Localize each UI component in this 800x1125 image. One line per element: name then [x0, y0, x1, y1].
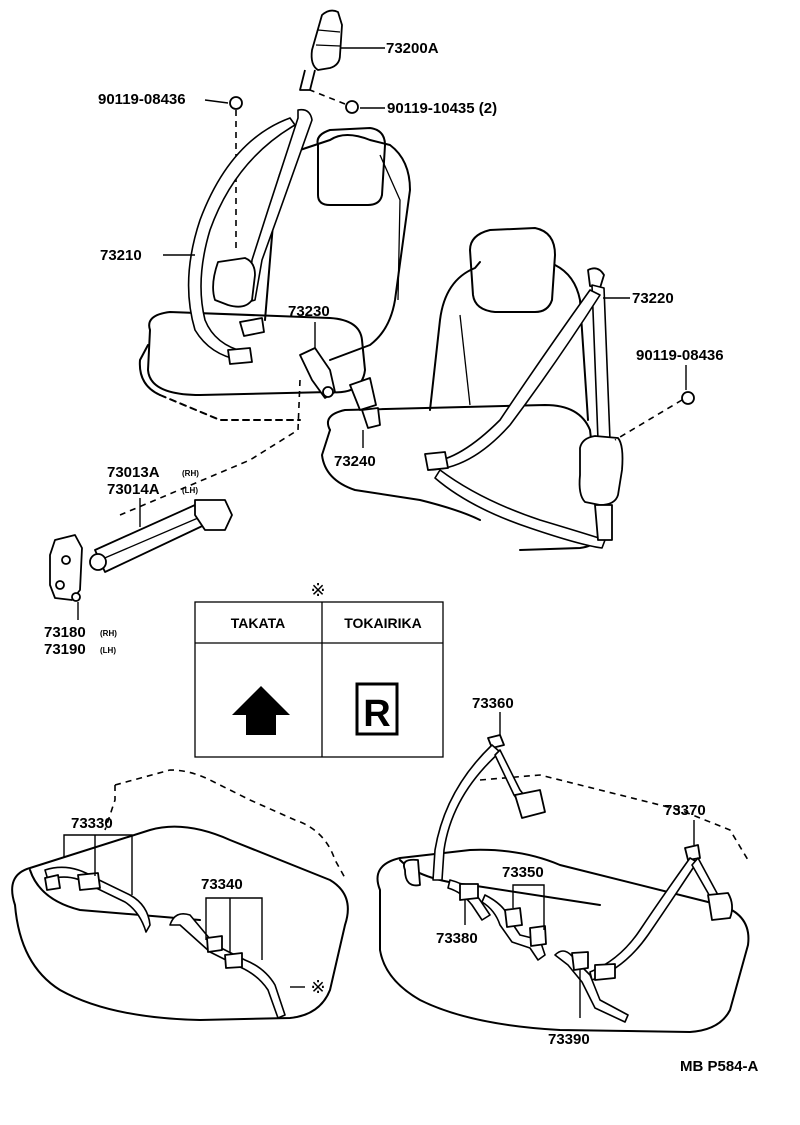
maker-header-takata: TAKATA	[231, 615, 285, 631]
label-73013A: 73013A	[107, 464, 160, 481]
label-73210: 73210	[100, 247, 142, 264]
label-73390: 73390	[548, 1031, 590, 1048]
note-mark-table: ※	[310, 580, 325, 600]
part-73390	[554, 950, 629, 1023]
part-73340	[169, 912, 286, 1019]
leader-73350	[512, 884, 545, 930]
part-73380	[447, 879, 491, 921]
front-left-seat	[138, 127, 411, 421]
leader-73330	[63, 834, 133, 895]
label-73360: 73360	[472, 695, 514, 712]
label-90119-08436-top: 90119-08436	[98, 91, 186, 108]
part-73360	[403, 734, 546, 887]
tokairika-logo: R	[355, 682, 399, 736]
label-73350: 73350	[502, 864, 544, 881]
label-90119-08436-right: 90119-08436	[636, 347, 724, 364]
label-73180-side: (RH)	[100, 629, 117, 638]
part-73350	[481, 894, 547, 961]
label-90119-10435: 90119-10435 (2)	[387, 100, 497, 117]
part-73240	[349, 377, 381, 429]
leader-90119-08436-top	[204, 99, 229, 104]
label-73200A: 73200A	[386, 40, 439, 57]
part-73180-73190	[49, 534, 83, 602]
maker-table: R	[194, 601, 444, 758]
bolt-90119-08436-right	[614, 391, 695, 441]
part-73220	[424, 267, 624, 549]
note-mark-seat: ※	[310, 977, 325, 997]
diagram-code: MB P584-A	[680, 1058, 759, 1075]
bolt-90119-10435	[309, 89, 359, 114]
label-73014A: 73014A	[107, 481, 160, 498]
part-73210	[187, 108, 313, 365]
label-73190-side: (LH)	[100, 646, 116, 655]
label-73014A-side: (LH)	[182, 486, 198, 495]
label-73370: 73370	[664, 802, 706, 819]
label-73180: 73180	[44, 624, 86, 641]
part-73200A	[299, 9, 343, 91]
label-73240: 73240	[334, 453, 376, 470]
part-73370	[589, 844, 733, 981]
svg-text:R: R	[363, 693, 390, 735]
rear-seat-left	[11, 769, 349, 1021]
label-73230: 73230	[288, 303, 330, 320]
part-73330	[44, 866, 151, 933]
label-73013A-side: (RH)	[182, 469, 199, 478]
takata-logo	[232, 686, 290, 735]
label-73380: 73380	[436, 930, 478, 947]
label-73330: 73330	[71, 815, 113, 832]
part-73013A-73014A	[89, 499, 233, 573]
label-73340: 73340	[201, 876, 243, 893]
maker-header-tokairika: TOKAIRIKA	[344, 615, 422, 631]
leader-73340	[205, 897, 263, 960]
label-73220: 73220	[632, 290, 674, 307]
label-73190: 73190	[44, 641, 86, 658]
